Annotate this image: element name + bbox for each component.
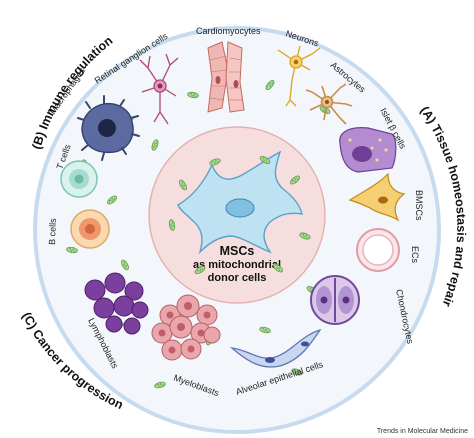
chondrocyte-icon bbox=[310, 275, 360, 325]
retinal-ganglion-cell-icon bbox=[139, 53, 179, 125]
myeloblast-nuclei bbox=[158, 302, 211, 354]
t-cell-icon bbox=[60, 160, 98, 198]
islet-beta-cell-icon bbox=[339, 127, 397, 173]
label-bmscs: BMSCs bbox=[414, 190, 424, 221]
label-cardiomyocytes: Cardiomyocytes bbox=[196, 26, 261, 36]
label-b-cells: B cells bbox=[47, 218, 58, 245]
alveolar-epithelial-cell-icon bbox=[229, 328, 322, 368]
center-subtitle-2: donor cells bbox=[208, 272, 267, 284]
endothelial-cell-icon bbox=[356, 228, 400, 272]
msc-cell-icon bbox=[177, 150, 303, 255]
astrocyte-icon bbox=[305, 83, 353, 125]
macrophage-icon bbox=[77, 95, 140, 161]
b-cell-icon bbox=[70, 209, 110, 249]
label-ecs: ECs bbox=[410, 246, 420, 264]
cardiomyocyte-icon bbox=[207, 41, 245, 113]
neuron-icon bbox=[277, 45, 321, 107]
center-title: MSCs bbox=[220, 244, 255, 258]
center-subtitle-1: as mitochondrial bbox=[193, 259, 281, 271]
lymphoblast-cluster-icon bbox=[84, 272, 149, 335]
bmsc-icon bbox=[348, 172, 406, 222]
journal-credit: Trends in Molecular Medicine bbox=[376, 428, 468, 435]
